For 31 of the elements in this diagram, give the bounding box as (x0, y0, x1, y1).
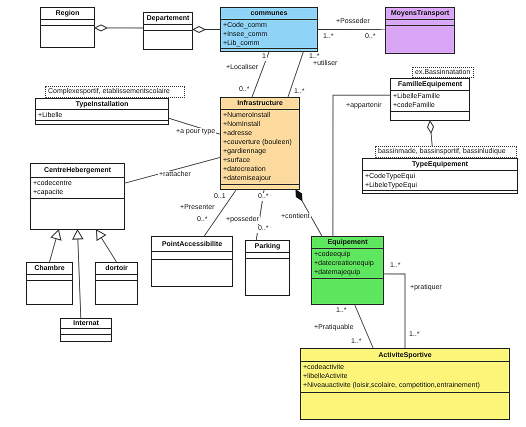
class-box (385, 7, 455, 54)
association-line (288, 52, 304, 98)
class-box (362, 158, 518, 194)
association-line (318, 29, 386, 30)
generalization-arrow (72, 230, 84, 318)
class-box (220, 7, 318, 52)
aggregation-line (296, 190, 322, 236)
aggregation-line (427, 120, 434, 146)
association-line (354, 304, 374, 348)
association-line (204, 190, 236, 236)
association-line (124, 156, 220, 184)
association-line (252, 52, 270, 98)
aggregation-line (192, 26, 220, 33)
class-box (143, 12, 193, 50)
generalization-arrow (96, 230, 117, 262)
class-box (300, 348, 510, 420)
class-box (60, 318, 112, 342)
association-line (384, 273, 406, 348)
generalization-arrow (49, 230, 62, 262)
aggregation-line (94, 24, 144, 32)
class-box (390, 78, 470, 121)
class-box (35, 98, 169, 125)
class-box (40, 7, 95, 48)
association-line (332, 94, 390, 236)
class-box (245, 240, 290, 296)
class-box (311, 236, 384, 305)
class-box (26, 262, 73, 305)
class-box (30, 163, 125, 230)
class-box (95, 262, 138, 305)
class-box (151, 236, 233, 287)
class-box (220, 97, 300, 190)
